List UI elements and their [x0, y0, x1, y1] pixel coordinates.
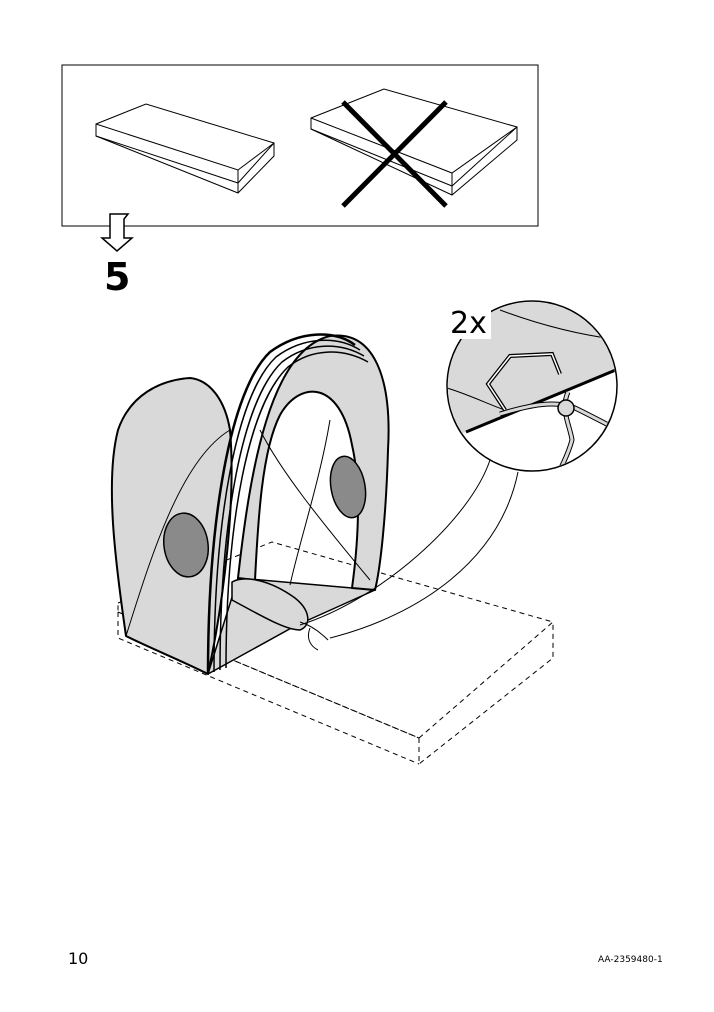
- document-code: AA-2359480-1: [598, 955, 663, 965]
- detail-callout: [446, 300, 618, 472]
- canopy-tent: [110, 333, 390, 675]
- quantity-label: 2x: [446, 309, 491, 339]
- mesh-window-right: [329, 455, 367, 519]
- page-number: 10: [68, 949, 89, 968]
- callout-leader: [299, 459, 519, 639]
- down-arrow-icon: [99, 213, 135, 252]
- mesh-window-left: [163, 512, 209, 578]
- mattress-orientation-panel: [61, 64, 539, 227]
- mattress-crossed-icon: [310, 88, 519, 208]
- step-number: 5: [104, 255, 131, 299]
- mattress-flat-icon: [95, 103, 275, 194]
